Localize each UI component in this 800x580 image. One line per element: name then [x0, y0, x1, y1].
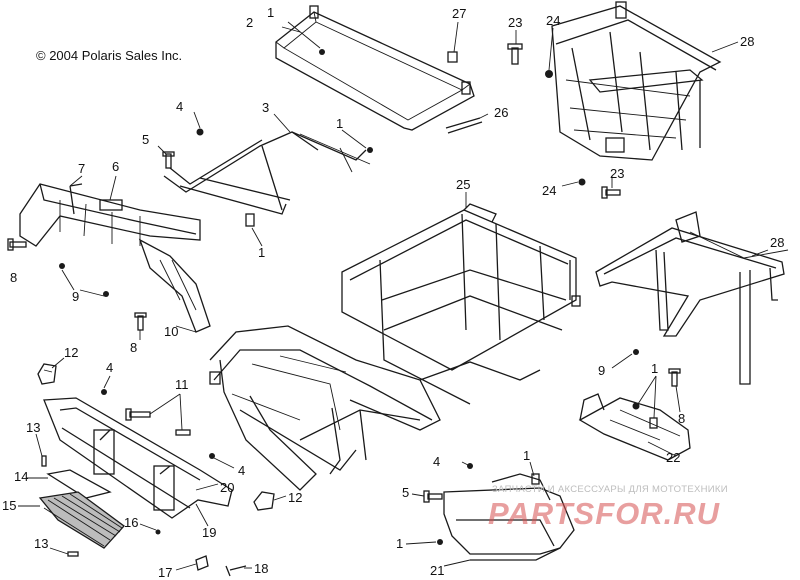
part-9-nut-a [59, 263, 65, 269]
callout-4: 4 [106, 360, 114, 375]
part-8-bolt-right [668, 368, 681, 387]
callout-9: 9 [598, 363, 606, 378]
part-13-screw-b [67, 551, 79, 557]
callout-23: 23 [508, 15, 523, 30]
part-1-nut-a [319, 49, 325, 55]
callout-28: 28 [740, 34, 755, 49]
callout-4: 4 [176, 99, 184, 114]
callout-4: 4 [238, 463, 246, 478]
part-9-nut-c [633, 349, 639, 355]
callout-21: 21 [430, 563, 445, 578]
callout-24: 24 [546, 13, 561, 28]
part-28-rear-frame-upper [551, 1, 722, 161]
part-14-strip [46, 469, 112, 499]
part-1-nut-d1 [632, 402, 640, 410]
callout-18: 18 [254, 561, 269, 576]
part-1-bushing-d2 [649, 417, 658, 429]
part-7-front-bracket [19, 183, 211, 333]
callout-13: 13 [34, 536, 49, 551]
part-24-nut-lower [578, 178, 586, 186]
callout-16: 16 [124, 515, 139, 530]
part-21-footrest [443, 473, 575, 561]
callout-15: 15 [2, 498, 17, 513]
callout-8: 8 [10, 270, 18, 285]
part-2-top-rail [275, 5, 475, 131]
callout-7: 7 [78, 161, 86, 176]
part-1-bushing-e [531, 473, 540, 485]
part-5-bolt-floor [423, 490, 443, 503]
leader-lines [18, 21, 769, 571]
callout-12: 12 [288, 490, 303, 505]
callout-14: 14 [14, 469, 29, 484]
callout-17: 17 [158, 565, 173, 580]
callout-1: 1 [267, 5, 275, 20]
callout-24: 24 [542, 183, 557, 198]
part-25-main-frame [209, 203, 581, 491]
callout-4: 4 [433, 454, 441, 469]
part-23-bolt-lower [601, 186, 621, 199]
callout-12: 12 [64, 345, 79, 360]
part-1-bushing-c [245, 213, 255, 227]
part-4-nut-upper [196, 128, 204, 136]
part-18-bolt [225, 565, 247, 577]
callout-1: 1 [396, 536, 404, 551]
callout-20: 20 [220, 480, 235, 495]
callout-2: 2 [246, 15, 254, 30]
part-1-nut-f [437, 539, 443, 545]
part-1-nut-b [367, 147, 373, 153]
part-3-bracket [163, 131, 371, 215]
part-27-bushing [447, 51, 458, 63]
part-12-bumper-stop-b [253, 491, 275, 511]
callout-1: 1 [523, 448, 531, 463]
callout-6: 6 [112, 159, 120, 174]
callout-3: 3 [262, 100, 270, 115]
watermark-tagline: ЗАПЧАСТИ И АКСЕССУАРЫ ДЛЯ МОТОТЕХНИКИ [492, 484, 728, 495]
callout-1: 1 [651, 361, 659, 376]
part-16-clip [155, 529, 161, 535]
callout-27: 27 [452, 6, 467, 21]
callout-1: 1 [336, 116, 344, 131]
part-13-screw-a [41, 455, 47, 467]
callout-9: 9 [72, 289, 80, 304]
part-15-grille [38, 491, 125, 549]
callout-5: 5 [142, 132, 150, 147]
watermark-logo: PARTSFOR.RU [488, 496, 721, 531]
callout-5: 5 [402, 485, 410, 500]
callout-25: 25 [456, 177, 471, 192]
callout-1: 1 [258, 245, 266, 260]
part-12-bumper-stop-a [37, 363, 57, 385]
part-4-nut-lower-a [101, 389, 107, 395]
callout-10: 10 [164, 324, 179, 339]
part-19-front-bumper [43, 397, 233, 519]
callout-23: 23 [610, 166, 625, 181]
part-24-nut-upper [545, 70, 553, 78]
part-28-rear-rack [595, 211, 789, 385]
part-5-bolt-upper [162, 151, 175, 169]
callout-28: 28 [770, 235, 785, 250]
part-23-bolt-upper [507, 43, 523, 65]
copyright-text: © 2004 Polaris Sales Inc. [36, 48, 183, 63]
part-8-bolt-mid [134, 312, 147, 331]
callout-26: 26 [494, 105, 509, 120]
part-26-strap [445, 117, 483, 134]
callout-13: 13 [26, 420, 41, 435]
callout-22: 22 [666, 450, 681, 465]
part-9-nut-b [103, 291, 109, 297]
callout-11: 11 [175, 377, 189, 392]
part-8-bolt-left [7, 238, 27, 251]
callout-8: 8 [678, 411, 686, 426]
part-11-bolts [125, 408, 191, 436]
callout-8: 8 [130, 340, 138, 355]
callout-19: 19 [202, 525, 217, 540]
part-17-clip [195, 555, 209, 571]
part-4-nut-lower-b [209, 453, 215, 459]
